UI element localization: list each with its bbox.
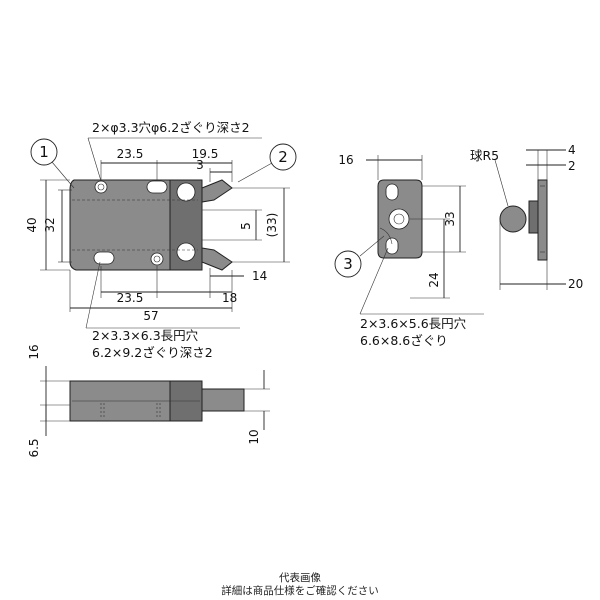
- strike-slot: [385, 183, 399, 201]
- slot-note-line2: 6.2×9.2ざぐり深さ2: [92, 345, 213, 360]
- ball-label: 球R5: [470, 148, 499, 163]
- catch-jaw-upper: [201, 179, 233, 203]
- dim-57: 57: [143, 309, 158, 323]
- strike-side-view: 球R5 4 2 20: [470, 143, 583, 291]
- dim-19-5: 19.5: [192, 147, 219, 161]
- mount-hole: [94, 180, 108, 194]
- strike-front-view: 3 16 33 24 2×3.6×5.6長円穴 6.6×8.6ざぐり: [334, 153, 484, 348]
- side-dim-6-5: 6.5: [27, 438, 41, 457]
- callout-2: 2: [278, 148, 288, 166]
- mount-slot: [93, 251, 115, 265]
- strike-slot: [385, 237, 399, 255]
- slot-note-line1: 2×3.3×6.3長円穴: [92, 328, 199, 343]
- catch-jaw-lower: [201, 247, 233, 271]
- strike-dim-24: 24: [427, 272, 441, 287]
- side-dim-10: 10: [247, 429, 261, 444]
- front-view: 1 2 2×φ3.3穴φ6.2ざぐり深さ2 23.5 19.5 3 40 32 …: [25, 120, 297, 360]
- side-jaw: [201, 388, 245, 412]
- dim-40: 40: [25, 217, 39, 232]
- dim-18: 18: [222, 291, 237, 305]
- strike-ball: [388, 208, 410, 230]
- strike-side-ball: [499, 205, 527, 233]
- dim-5: 5: [239, 222, 253, 230]
- strike-dim-2: 2: [568, 159, 576, 173]
- strike-side-plate: [537, 179, 548, 261]
- dim-23-5-top: 23.5: [117, 147, 144, 161]
- strike-dim-16: 16: [338, 153, 353, 167]
- strike-slot-note-line2: 6.6×8.6ざぐり: [360, 333, 448, 348]
- footer-note: 代表画像 詳細は商品仕様をご確認ください: [221, 571, 379, 597]
- dim-33: (33): [265, 213, 279, 238]
- spring-hole: [176, 182, 196, 202]
- spring-hole: [176, 242, 196, 262]
- side-view: 16 6.5 10: [27, 344, 270, 458]
- mount-hole: [150, 252, 164, 266]
- strike-dim-20: 20: [568, 277, 583, 291]
- dim-32: 32: [43, 217, 57, 232]
- callout-1: 1: [39, 143, 49, 161]
- footer-line-2: 詳細は商品仕様をご確認ください: [221, 584, 379, 597]
- callout-3: 3: [343, 255, 353, 273]
- strike-dim-4: 4: [568, 143, 576, 157]
- dim-23-5-bottom: 23.5: [117, 291, 144, 305]
- side-dim-16: 16: [27, 344, 41, 359]
- strike-slot-note-line1: 2×3.6×5.6長円穴: [360, 316, 467, 331]
- footer-line-1: 代表画像: [279, 571, 321, 584]
- strike-dim-33: 33: [443, 211, 457, 226]
- dim-3: 3: [196, 158, 204, 172]
- dim-14: 14: [252, 269, 267, 283]
- hole-note-top: 2×φ3.3穴φ6.2ざぐり深さ2: [92, 120, 250, 135]
- mount-slot: [146, 180, 168, 194]
